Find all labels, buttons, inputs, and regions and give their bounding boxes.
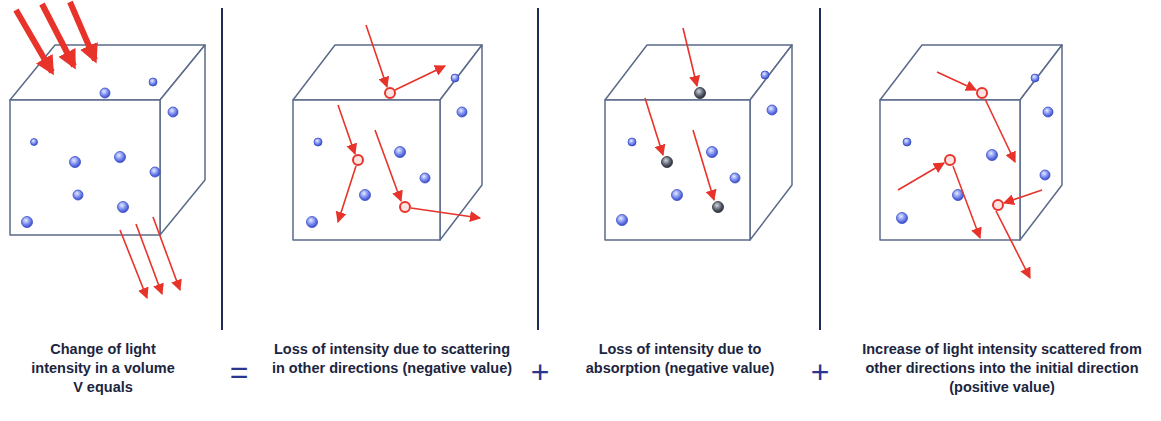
caption: Loss of intensity due to absorption (neg… bbox=[585, 340, 775, 378]
caption: Loss of intensity due to scattering in o… bbox=[268, 340, 516, 378]
scattering-particle bbox=[353, 88, 1003, 212]
caption: Change of light intensity in a volume V … bbox=[28, 340, 178, 397]
caption: Increase of light intensity scattered fr… bbox=[852, 340, 1152, 397]
plus-sign: + bbox=[803, 356, 837, 388]
light-ray bbox=[120, 25, 1042, 298]
absorbing-particle bbox=[662, 88, 724, 213]
equals-sign: = bbox=[222, 356, 256, 388]
plus-sign: + bbox=[523, 356, 557, 388]
divider bbox=[222, 8, 820, 330]
light-beam bbox=[16, 2, 95, 72]
particle bbox=[22, 71, 1054, 228]
cube bbox=[10, 45, 1062, 240]
